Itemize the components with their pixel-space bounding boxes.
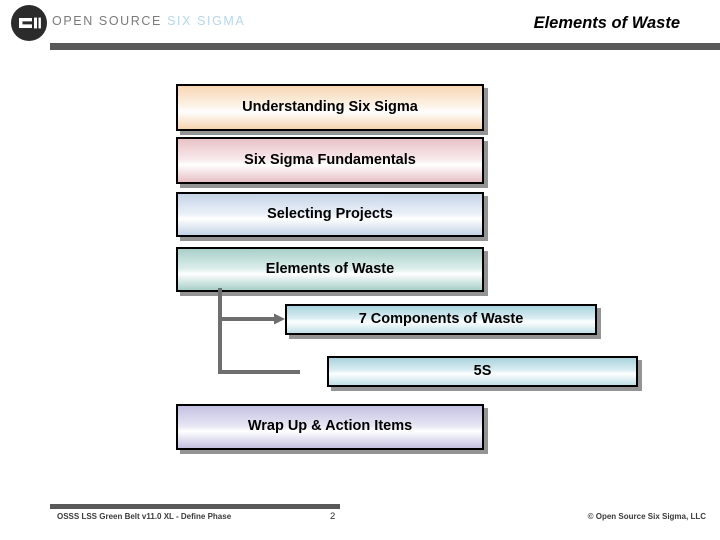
agenda-item-label: 5S: [473, 362, 492, 379]
header-divider: [50, 43, 720, 50]
slide-page-number: 2: [330, 511, 336, 522]
osss-circle-logo-icon: [10, 4, 48, 42]
agenda-subitem-7-components-of-waste[interactable]: 7 Components of Waste: [285, 304, 597, 335]
agenda-item-label: Six Sigma Fundamentals: [244, 151, 416, 168]
agenda-item-label: Wrap Up & Action Items: [247, 418, 413, 435]
agenda-item-selecting-projects[interactable]: Selecting Projects: [176, 192, 484, 237]
brand-secondary-text: SIX SIGMA: [167, 14, 246, 28]
agenda-item-understanding-six-sigma[interactable]: Understanding Six Sigma: [176, 84, 484, 131]
footer-copyright: © Open Source Six Sigma, LLC: [587, 512, 706, 521]
slide-title: Elements of Waste: [533, 14, 680, 32]
footer-divider: [50, 504, 340, 509]
agenda-item-label: 7 Components of Waste: [358, 310, 524, 327]
agenda-item-elements-of-waste[interactable]: Elements of Waste: [176, 247, 484, 292]
brand-wordmark: OPEN SOURCE SIX SIGMA: [52, 14, 245, 28]
brand-primary-text: OPEN SOURCE: [52, 14, 162, 28]
agenda-item-six-sigma-fundamentals[interactable]: Six Sigma Fundamentals: [176, 137, 484, 184]
footer-course-label: OSSS LSS Green Belt v11.0 XL - Define Ph…: [57, 512, 232, 521]
agenda-item-wrap-up-action-items[interactable]: Wrap Up & Action Items: [176, 404, 484, 450]
agenda-subitem-5s[interactable]: 5S: [327, 356, 638, 387]
elements-of-waste-branch-connector: [210, 288, 327, 380]
agenda-item-label: Elements of Waste: [265, 260, 395, 277]
agenda-item-label: Selecting Projects: [267, 205, 393, 222]
agenda-item-label: Understanding Six Sigma: [242, 98, 418, 115]
